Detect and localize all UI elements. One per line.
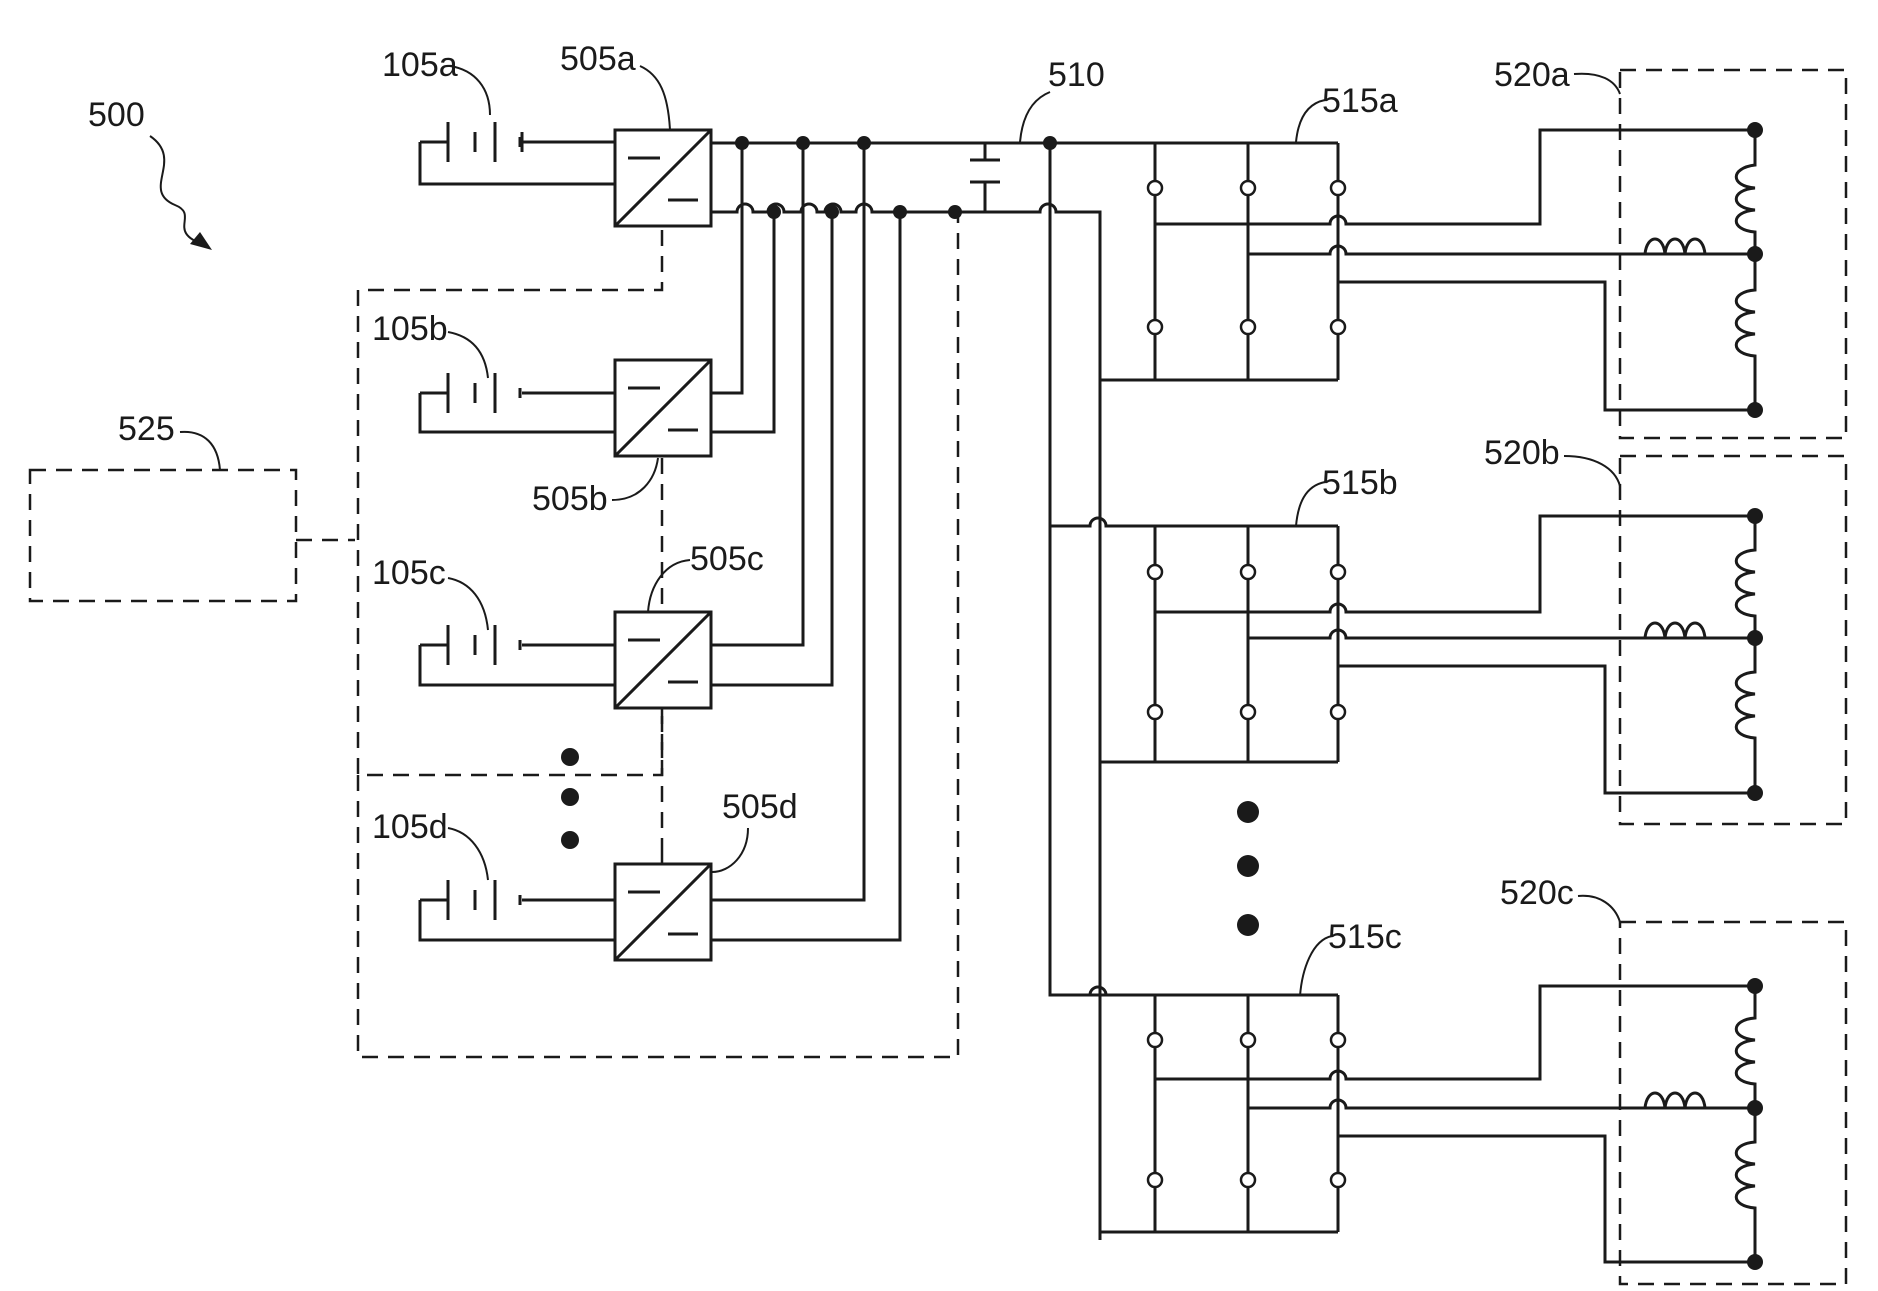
leader-520a xyxy=(1574,74,1620,94)
label-515a: 515a xyxy=(1322,82,1398,120)
ellipsis-dot xyxy=(1237,855,1259,877)
leader-525 xyxy=(180,432,220,470)
leader-505a xyxy=(640,66,670,130)
label-515c: 515c xyxy=(1328,918,1402,956)
leader-500 xyxy=(150,136,205,245)
converter-505c xyxy=(615,612,711,708)
label-500: 500 xyxy=(88,96,145,134)
label-105d: 105d xyxy=(372,808,448,846)
label-505a: 505a xyxy=(560,40,636,78)
junction-dot xyxy=(796,136,810,150)
inverter-515b xyxy=(1050,516,1755,793)
battery-105a xyxy=(420,122,615,184)
battery-105d xyxy=(420,880,615,940)
leader-520c xyxy=(1578,896,1620,922)
leader-105c xyxy=(448,578,488,630)
label-520c: 520c xyxy=(1500,874,1574,912)
battery-105b xyxy=(420,373,615,432)
converter-505a xyxy=(615,130,711,226)
leader-505d xyxy=(712,828,748,872)
converter-505b xyxy=(615,360,711,456)
label-510: 510 xyxy=(1048,56,1105,94)
junction-dot xyxy=(767,205,781,219)
junction-dot xyxy=(857,136,871,150)
label-515b: 515b xyxy=(1322,464,1398,502)
label-525: 525 xyxy=(118,410,175,448)
junction-dot xyxy=(948,205,962,219)
junction-dot xyxy=(893,205,907,219)
label-105a: 105a xyxy=(382,46,458,84)
leader-505c xyxy=(648,560,690,612)
ellipsis-dot xyxy=(561,831,579,849)
controller-box-525 xyxy=(30,470,296,601)
converter-505d xyxy=(615,864,711,960)
arrowhead-500 xyxy=(190,232,212,250)
label-505c: 505c xyxy=(690,540,764,578)
leader-510 xyxy=(1020,92,1050,142)
label-505d: 505d xyxy=(722,788,798,826)
motor-520c xyxy=(1620,922,1846,1284)
label-105b: 105b xyxy=(372,310,448,348)
ellipsis-dot xyxy=(1237,914,1259,936)
ellipsis-dot xyxy=(561,788,579,806)
junction-dot xyxy=(825,205,839,219)
label-105c: 105c xyxy=(372,554,446,592)
leader-105d xyxy=(448,828,488,880)
battery-105c xyxy=(420,625,615,685)
label-520b: 520b xyxy=(1484,434,1560,472)
ellipsis-dot xyxy=(561,748,579,766)
leader-515a xyxy=(1296,100,1325,142)
leader-515b xyxy=(1296,482,1325,526)
label-520a: 520a xyxy=(1494,56,1570,94)
junction-dot xyxy=(735,136,749,150)
leader-520b xyxy=(1564,456,1620,486)
ellipsis-dot xyxy=(1237,801,1259,823)
inverter-515a xyxy=(1050,130,1755,410)
leader-505b xyxy=(612,458,658,500)
inverter-515c xyxy=(1050,986,1755,1262)
leader-105b xyxy=(448,332,488,378)
motor-520b xyxy=(1620,456,1846,824)
dc-bus-510 xyxy=(711,143,1338,1240)
label-505b: 505b xyxy=(532,480,608,518)
